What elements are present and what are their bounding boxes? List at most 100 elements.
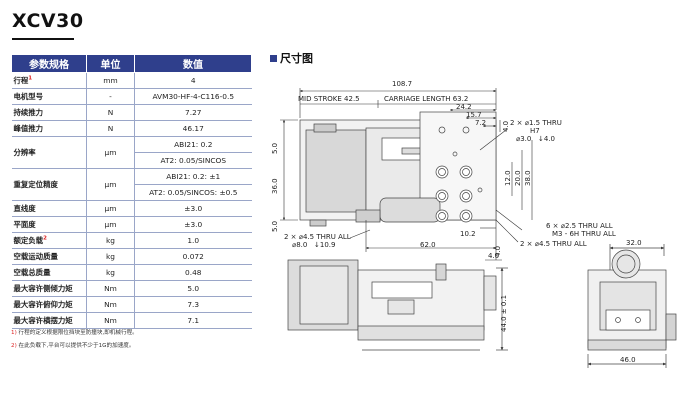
label-depth-4-0: ↓4.0 xyxy=(538,135,555,143)
spec-param-text: 空载运动质量 xyxy=(13,252,58,261)
spec-unit: kg xyxy=(86,232,135,249)
spec-unit: mm xyxy=(86,72,135,89)
dim-15-7: 15.7 xyxy=(466,111,482,119)
spec-param-text: 直线度 xyxy=(13,204,36,213)
label-dia-3-0: ⌀3.0 xyxy=(516,135,531,143)
spec-value: 46.17 xyxy=(134,120,252,137)
spec-unit: N xyxy=(86,104,135,121)
spec-unit: - xyxy=(86,88,135,105)
title-underline xyxy=(12,38,74,40)
dim-62-0: 62.0 xyxy=(420,241,436,249)
spec-value: 0.072 xyxy=(134,248,252,265)
spec-value: AVM30-HF-4-C116-0.5 xyxy=(134,88,252,105)
dim-carriage-length: CARRIAGE LENGTH 63.2 xyxy=(384,95,468,103)
spec-param-name: 空载运动质量 xyxy=(11,248,87,265)
note-1-text: 行程的定义根据限位挡块至防撞块,即机械行程。 xyxy=(18,330,138,336)
header-unit: 单位 xyxy=(86,54,135,73)
label-counterbore-10-9: ↓10.9 xyxy=(314,241,335,249)
note-1: 1) 行程的定义根据限位挡块至防撞块,即机械行程。 xyxy=(11,330,138,336)
spec-value: 7.1 xyxy=(134,312,252,329)
top-view xyxy=(299,111,497,227)
spec-value: ABI21: 0.2 xyxy=(134,136,252,153)
spec-param-name: 最大容许俯仰力矩 xyxy=(11,296,87,313)
spec-param-name: 峰值推力 xyxy=(11,120,87,137)
note-2-number: 2 xyxy=(11,343,15,349)
spec-footnote-mark: 2 xyxy=(43,235,47,242)
side-view xyxy=(587,244,677,368)
product-title: XCV30 xyxy=(12,10,84,32)
dim-front-4-0: 4.0 xyxy=(494,246,502,257)
spec-unit: kg xyxy=(86,264,135,281)
spec-value: ±3.0 xyxy=(134,216,252,233)
dim-height-44: 44.0 ± 0.1 xyxy=(500,295,508,332)
spec-param-text: 电机型号 xyxy=(13,92,44,101)
dim-10-2: 10.2 xyxy=(460,230,476,238)
spec-param-text: 峰值推力 xyxy=(13,124,44,133)
spec-param-name: 平面度 xyxy=(11,216,87,233)
spec-param-text: 平面度 xyxy=(13,220,36,229)
note-1-number: 1 xyxy=(11,330,15,336)
spec-param-text: 重复定位精度 xyxy=(13,180,58,189)
spec-param-name: 最大容许侧倾力矩 xyxy=(11,280,87,297)
dimension-section-title: 尺寸图 xyxy=(270,50,313,66)
spec-param-name: 空载总质量 xyxy=(11,264,87,281)
spec-value: 4 xyxy=(134,72,252,89)
spec-unit: μm xyxy=(86,136,135,169)
dim-overall-length: 108.7 xyxy=(392,80,412,88)
spec-value: 1.0 xyxy=(134,232,252,249)
spec-value: ABI21: 0.2: ±1 xyxy=(134,168,252,185)
dim-side-32-0: 32.0 xyxy=(626,239,642,247)
spec-param-name: 重复定位精度 xyxy=(11,168,87,201)
spec-param-text: 最大容许侧倾力矩 xyxy=(13,284,73,293)
label-thru-2-5: 6 × ⌀2.5 THRU ALL xyxy=(546,222,613,230)
spec-value: ±3.0 xyxy=(134,200,252,217)
spec-unit: kg xyxy=(86,248,135,265)
label-counterbore-8-0: ⌀8.0 xyxy=(292,241,307,249)
dim-left-36-0: 36.0 xyxy=(271,178,279,194)
spec-table-header: 参数规格 单位 数值 xyxy=(11,54,252,73)
dim-24-2: 24.2 xyxy=(456,103,472,111)
dim-20-0: 20.0 xyxy=(514,170,522,186)
dimension-drawing: 108.7 MID STROKE 42.5 CARRIAGE LENGTH 63… xyxy=(271,80,677,368)
dim-4-0-bottom: 4.0 xyxy=(488,252,499,260)
label-h7: H7 xyxy=(530,127,540,135)
header-value: 数值 xyxy=(134,54,252,73)
spec-param-text: 持续推力 xyxy=(13,108,44,117)
dim-mid-stroke: MID STROKE 42.5 xyxy=(298,95,360,103)
label-thru-4-5-left: 2 × ⌀4.5 THRU ALL xyxy=(284,233,351,241)
note-2: 2) 在此负载下,平台可以提供不少于1G的加速度。 xyxy=(11,343,135,349)
dim-38-0: 38.0 xyxy=(524,170,532,186)
spec-param-text: 最大容许横摆力矩 xyxy=(13,316,73,325)
note-2-text: 在此负载下,平台可以提供不少于1G的加速度。 xyxy=(18,343,135,349)
spec-unit: Nm xyxy=(86,280,135,297)
dim-4-0-top: 4.0 xyxy=(502,121,510,132)
spec-value: AT2: 0.05/SINCOS xyxy=(134,152,252,169)
header-param: 参数规格 xyxy=(11,54,87,73)
spec-unit: Nm xyxy=(86,312,135,329)
dim-7-2: 7.2 xyxy=(475,119,486,127)
square-bullet-icon xyxy=(270,55,277,62)
dim-left-5-0b: 5.0 xyxy=(271,221,279,232)
label-thru-4-5-right: 2 × ⌀4.5 THRU ALL xyxy=(520,240,587,248)
spec-param-name: 持续推力 xyxy=(11,104,87,121)
spec-param-text: 空载总质量 xyxy=(13,268,51,277)
spec-param-text: 最大容许俯仰力矩 xyxy=(13,300,73,309)
spec-value: 7.27 xyxy=(134,104,252,121)
spec-row: 电机型号 -AVM30-HF-4-C116-0.5 xyxy=(11,88,252,105)
spec-row: AT2: 0.05/SINCOS: ±0.5 xyxy=(12,184,252,201)
spec-param-text: 分辨率 xyxy=(13,148,36,157)
spec-param-name: 直线度 xyxy=(11,200,87,217)
spec-unit: Nm xyxy=(86,296,135,313)
dim-side-46-0: 46.0 xyxy=(620,356,636,364)
spec-value: 0.48 xyxy=(134,264,252,281)
